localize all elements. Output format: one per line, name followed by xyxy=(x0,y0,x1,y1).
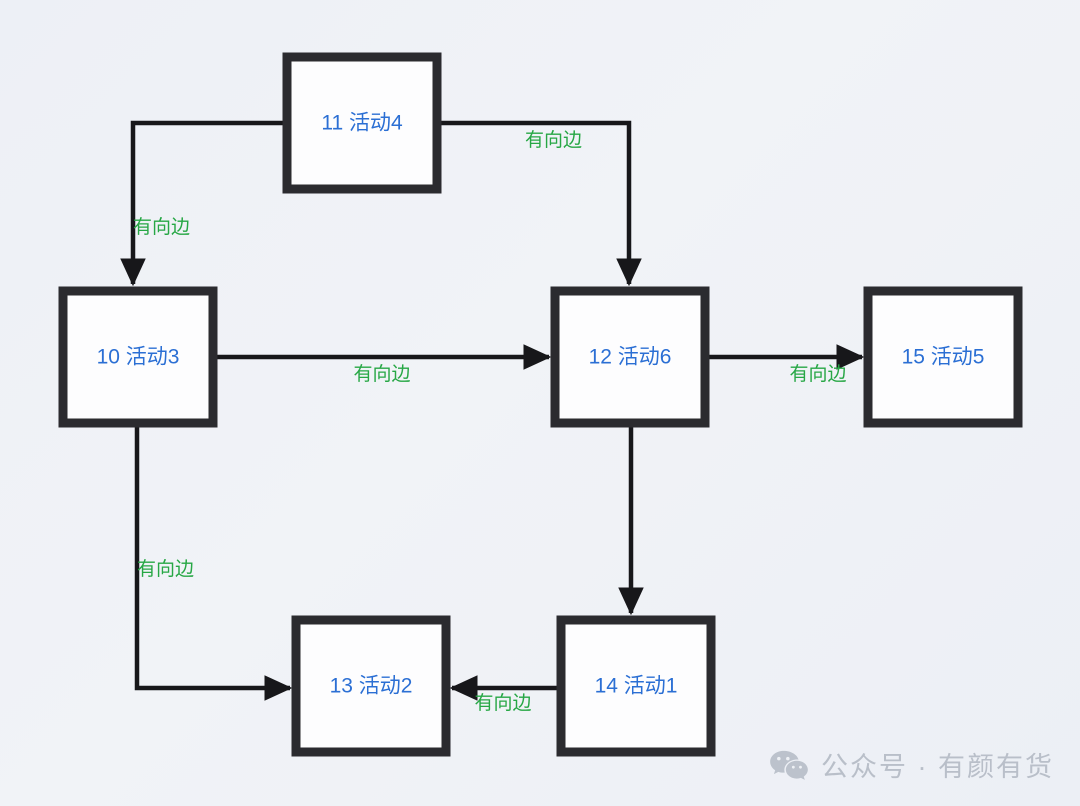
node-10-box[interactable] xyxy=(58,286,218,428)
node-11[interactable]: 11 活动4 xyxy=(282,52,442,194)
edge-11-to-10: 有向边 xyxy=(120,120,287,287)
edge-12-to-15: 有向边 xyxy=(705,344,865,385)
node-12-label: 12 活动6 xyxy=(589,346,672,369)
edge-14-to-13: 有向边 xyxy=(449,675,561,714)
node-14-box[interactable] xyxy=(556,615,716,757)
node-12[interactable]: 12 活动6 xyxy=(550,286,710,428)
node-13-box[interactable] xyxy=(291,615,451,757)
node-10-label: 10 活动3 xyxy=(97,346,180,369)
edge-11-to-10-line xyxy=(120,120,287,287)
edge-11-to-10-label: 有向边 xyxy=(133,216,190,238)
edge-10-to-12: 有向边 xyxy=(213,344,552,385)
edge-10-to-13-label: 有向边 xyxy=(137,558,194,580)
watermark: 公众号 · 有颜有货 xyxy=(769,745,1054,784)
edge-11-to-12: 有向边 xyxy=(437,120,642,287)
edge-10-to-13: 有向边 xyxy=(134,423,293,701)
node-10[interactable]: 10 活动3 xyxy=(58,286,218,428)
edge-10-to-12-label: 有向边 xyxy=(353,363,410,385)
node-15[interactable]: 15 活动5 xyxy=(863,286,1023,428)
edge-12-to-15-label: 有向边 xyxy=(789,363,846,385)
node-15-label: 15 活动5 xyxy=(902,346,985,369)
node-14-label: 14 活动1 xyxy=(595,675,678,698)
edge-14-to-13-label: 有向边 xyxy=(474,692,531,714)
node-11-label: 11 活动4 xyxy=(321,112,403,135)
node-11-box[interactable] xyxy=(282,52,442,194)
edge-11-to-12-label: 有向边 xyxy=(525,129,582,151)
node-13-label: 13 活动2 xyxy=(330,675,413,698)
node-12-box[interactable] xyxy=(550,286,710,428)
node-15-box[interactable] xyxy=(863,286,1023,428)
node-13[interactable]: 13 活动2 xyxy=(291,615,451,757)
watermark-text: 公众号 · 有颜有货 xyxy=(821,752,1054,782)
wechat-icon xyxy=(769,749,809,781)
edge-11-to-12-line xyxy=(437,120,642,287)
node-14[interactable]: 14 活动1 xyxy=(556,615,716,757)
edge-10-to-13-line xyxy=(134,423,293,701)
